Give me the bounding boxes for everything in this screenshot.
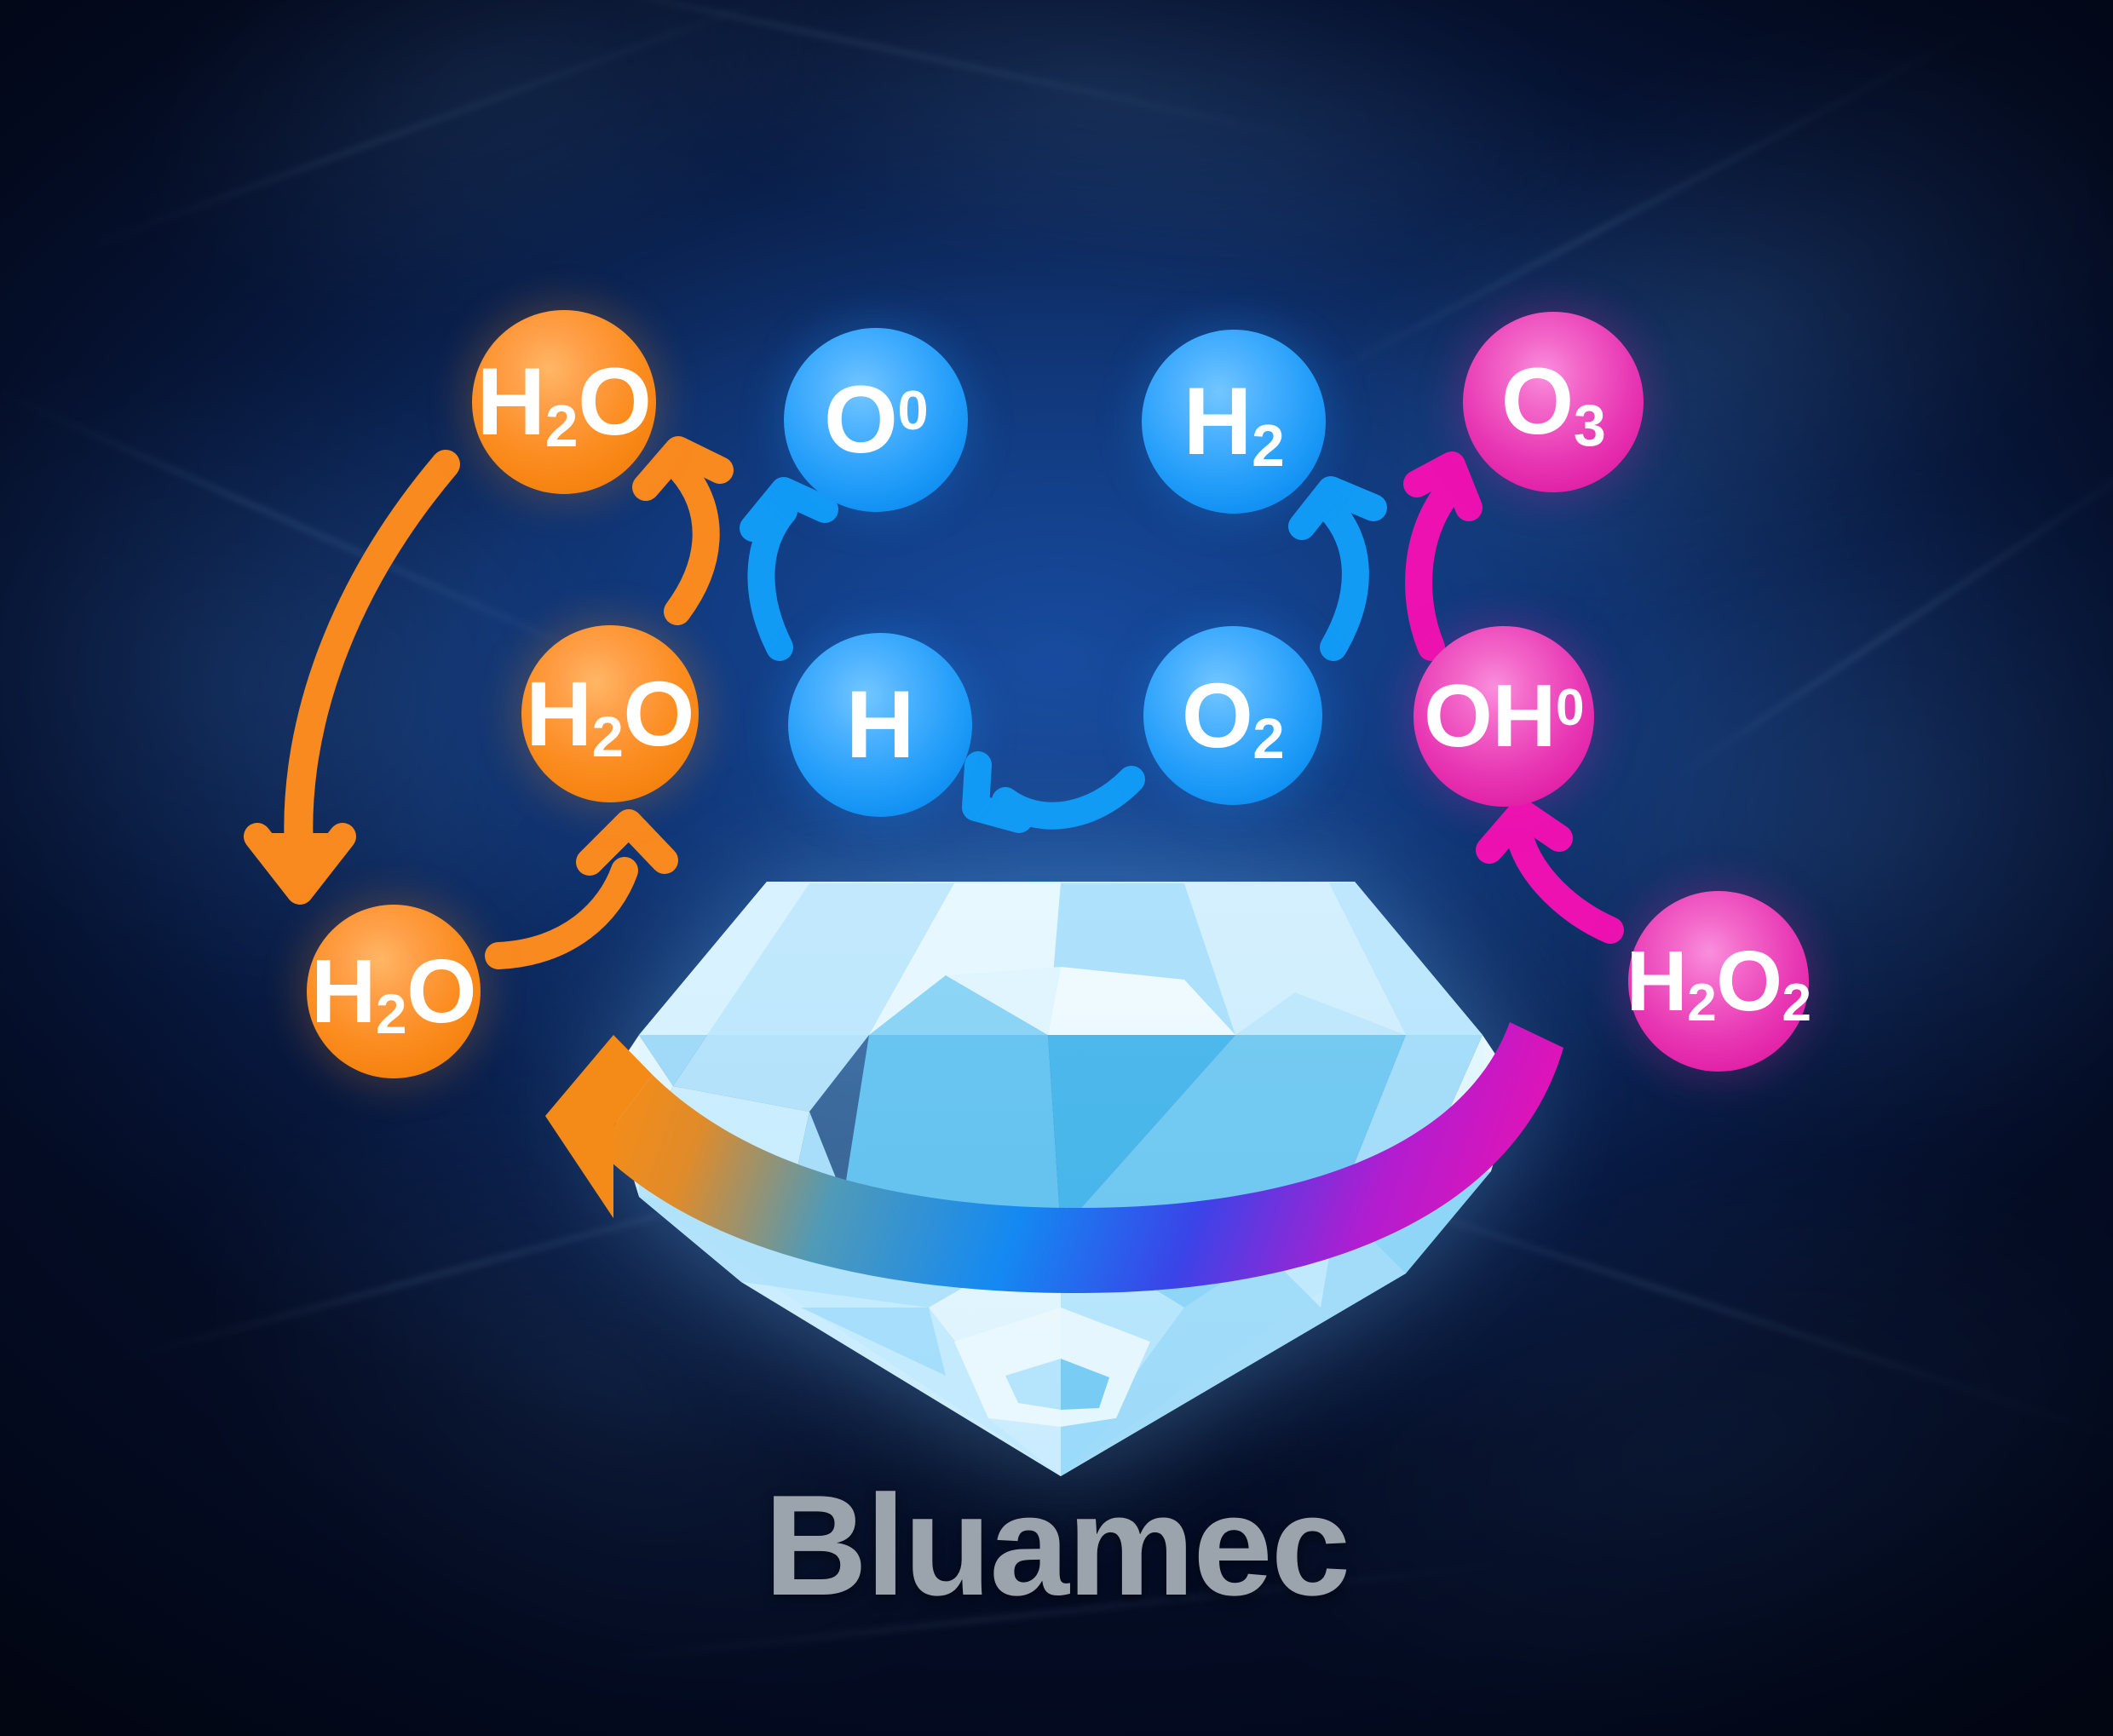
- formula-subscript: 2: [544, 392, 579, 459]
- formula-subscript: 2: [1252, 707, 1285, 772]
- formula-base: H: [310, 941, 377, 1042]
- molecule-formula: H: [845, 671, 915, 778]
- molecule-bubble-h-radical[interactable]: H: [788, 633, 972, 817]
- formula-superscript: 0: [1555, 677, 1585, 736]
- formula-subscript: 2: [376, 983, 407, 1046]
- formula-tail: O: [406, 941, 477, 1042]
- formula-subscript: 2: [1252, 411, 1285, 479]
- formula-subscript: 2: [1687, 974, 1717, 1033]
- formula-superscript: 0: [897, 378, 929, 441]
- brand-logo: Bluamec: [763, 1465, 1350, 1625]
- formula-base: O: [823, 366, 898, 473]
- formula-tail: O: [577, 348, 652, 455]
- formula-tail: O: [1716, 934, 1782, 1029]
- formula-base: OH: [1423, 667, 1557, 766]
- formula-base: H: [845, 671, 915, 778]
- formula-subscript: 2: [591, 705, 624, 770]
- formula-base: H: [526, 662, 592, 765]
- formula-base: H: [1626, 934, 1688, 1029]
- formula-base: O: [1500, 349, 1575, 454]
- formula-base: H: [476, 348, 545, 455]
- formula-subscript: 3: [1573, 393, 1606, 458]
- formula-tail-subscript: 2: [1782, 974, 1811, 1033]
- diamond-illustration: [588, 831, 1534, 1478]
- formula-base: H: [1183, 368, 1252, 474]
- formula-tail: O: [623, 662, 694, 765]
- formula-base: O: [1181, 664, 1253, 767]
